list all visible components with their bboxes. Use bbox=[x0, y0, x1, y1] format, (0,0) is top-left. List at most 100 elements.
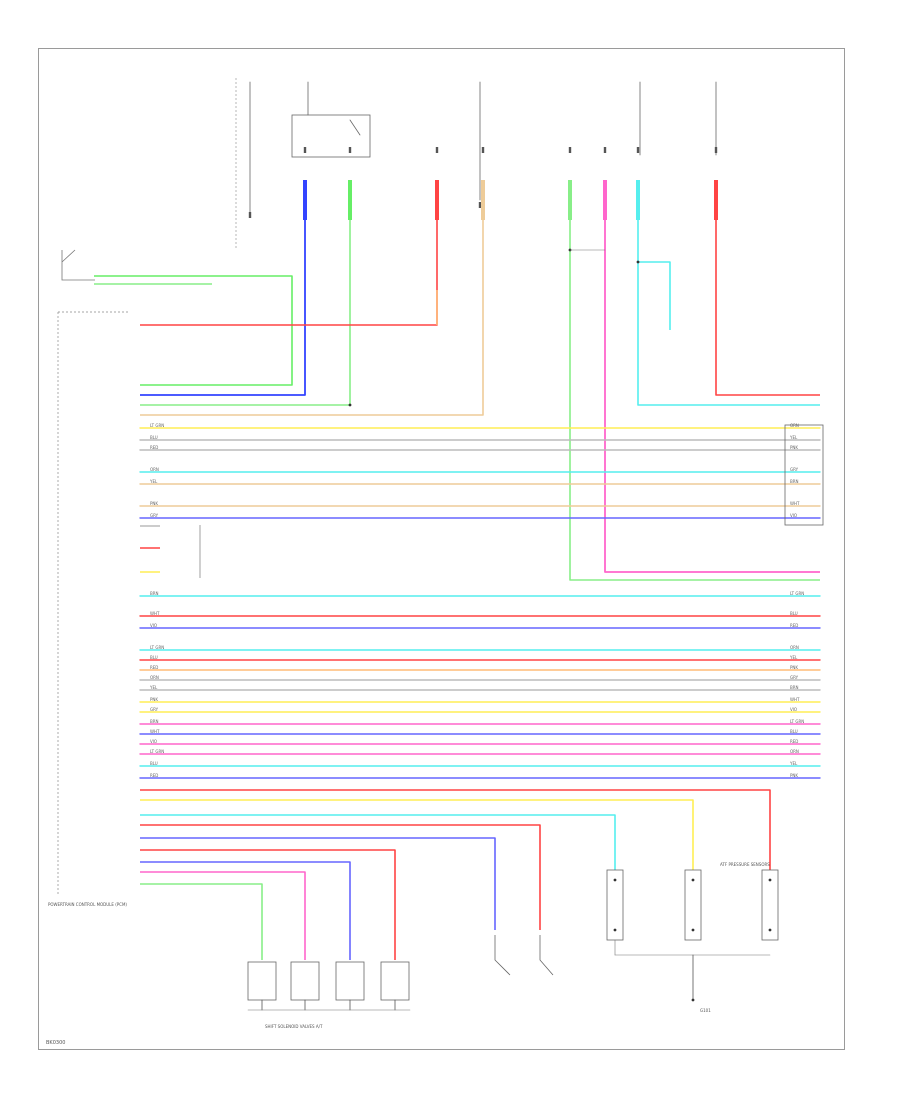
connector-stub-0 bbox=[303, 180, 307, 220]
wire-label-6: GRY bbox=[150, 513, 159, 518]
ground-point bbox=[691, 998, 695, 1002]
wire-red-3 bbox=[140, 824, 541, 930]
footer-code: BK0300 bbox=[46, 1040, 66, 1046]
wire-label-r-3: GRY bbox=[790, 467, 799, 472]
connector-stub-2 bbox=[435, 180, 439, 220]
wire-yellow-2 bbox=[140, 799, 694, 870]
wire-label-r-9: RED bbox=[790, 623, 798, 628]
pressure-switch-a bbox=[494, 935, 511, 976]
wire-label-r-20: ORN bbox=[790, 749, 799, 754]
atf-sensor-3-pin-b bbox=[768, 928, 772, 932]
wire-label-22: RED bbox=[150, 773, 158, 778]
wire-label-9: VIO bbox=[150, 623, 157, 628]
wire-label-4: YEL bbox=[149, 479, 158, 484]
atf-sensor-3-pin-a bbox=[768, 878, 772, 882]
wire-label-0: LT GRN bbox=[150, 423, 164, 428]
wire-label-r-1: YEL bbox=[789, 435, 798, 440]
wire-label-8: WHT bbox=[150, 611, 160, 616]
wire-label-10: LT GRN bbox=[150, 645, 164, 650]
wire-lightgreen-3 bbox=[569, 185, 820, 581]
shift-solenoid-a bbox=[247, 961, 277, 1001]
wire-label-5: PNK bbox=[150, 501, 158, 506]
connector-stub-4 bbox=[568, 180, 572, 220]
relay-switch bbox=[349, 119, 361, 136]
wire-lightgreen-2 bbox=[140, 185, 351, 406]
wire-red-1 bbox=[715, 185, 820, 396]
shift-solenoid-label: SHIFT SOLENOID VALVES A/T bbox=[265, 1024, 323, 1029]
shift-solenoid-d bbox=[380, 961, 410, 1001]
wire-label-r-7: LT GRN bbox=[790, 591, 804, 596]
wire-label-r-12: PNK bbox=[790, 665, 798, 670]
wire-cyan-2 bbox=[637, 262, 820, 406]
wire-label-r-16: VIO bbox=[790, 707, 797, 712]
wire-label-1: BLU bbox=[150, 435, 158, 440]
top-pin-7 bbox=[714, 147, 718, 153]
top-pin-0 bbox=[303, 147, 307, 153]
top-pin-2 bbox=[435, 147, 439, 153]
wire-label-r-22: PNK bbox=[790, 773, 798, 778]
relay-box bbox=[291, 114, 371, 158]
wire-label-r-18: BLU bbox=[790, 729, 798, 734]
wire-violet-2 bbox=[140, 837, 496, 930]
connector-stub-7 bbox=[714, 180, 718, 220]
wire-blue-1 bbox=[140, 185, 306, 396]
wire-label-r-10: ORN bbox=[790, 645, 799, 650]
wire-label-r-5: WHT bbox=[790, 501, 800, 506]
wire-label-r-8: BLU bbox=[790, 611, 798, 616]
splice-2 bbox=[636, 260, 640, 264]
wire-label-21: BLU bbox=[150, 761, 158, 766]
atf-sensor-2-pin-b bbox=[691, 928, 695, 932]
wire-label-3: ORN bbox=[150, 467, 159, 472]
top-pin-1 bbox=[348, 147, 352, 153]
pcm-label: POWERTRAIN CONTROL MODULE (PCM) bbox=[48, 902, 127, 907]
wire-label-2: RED bbox=[150, 445, 158, 450]
top-pin-6 bbox=[636, 147, 640, 153]
wire-label-15: PNK bbox=[150, 697, 158, 702]
wire-pink-2 bbox=[140, 871, 306, 960]
wire-cyan-3 bbox=[140, 814, 616, 870]
transmission-range-switch bbox=[61, 249, 95, 281]
connector-stub-5 bbox=[603, 180, 607, 220]
wire-label-r-2: PNK bbox=[790, 445, 798, 450]
wire-pink-1 bbox=[604, 185, 820, 573]
top-pin-5 bbox=[603, 147, 607, 153]
wire-label-r-6: VIO bbox=[790, 513, 797, 518]
wire-label-17: BRN bbox=[150, 719, 159, 724]
connector-stub-1 bbox=[348, 180, 352, 220]
wire-label-19: VIO bbox=[150, 739, 157, 744]
wire-cyan-1 bbox=[637, 185, 671, 330]
wire-red-riser bbox=[140, 185, 438, 326]
atf-sensor-2 bbox=[684, 869, 702, 941]
wire-label-r-21: YEL bbox=[789, 761, 798, 766]
wire-green-1 bbox=[94, 275, 293, 386]
shift-solenoid-b bbox=[290, 961, 320, 1001]
fuse-pin-1 bbox=[248, 212, 252, 218]
wire-tan-1 bbox=[140, 210, 484, 416]
atf-sensor-3 bbox=[761, 869, 779, 941]
wire-label-r-19: RED bbox=[790, 739, 798, 744]
splice-1 bbox=[348, 403, 352, 407]
wire-label-r-17: LT GRN bbox=[790, 719, 804, 724]
connector-stub-3 bbox=[481, 180, 485, 220]
atf-sensor-1-pin-b bbox=[613, 928, 617, 932]
ground-label: G101 bbox=[700, 1008, 711, 1013]
fuse-pin-2 bbox=[478, 202, 482, 208]
connector-stub-6 bbox=[636, 180, 640, 220]
atf-sensor-1-pin-a bbox=[613, 878, 617, 882]
wire-label-r-13: GRY bbox=[790, 675, 799, 680]
ats-sensor-box bbox=[784, 424, 824, 526]
wire-violet-3 bbox=[140, 861, 351, 960]
wire-label-r-15: WHT bbox=[790, 697, 800, 702]
wire-label-r-14: BRN bbox=[790, 685, 799, 690]
wire-label-r-11: YEL bbox=[789, 655, 798, 660]
shift-solenoid-c bbox=[335, 961, 365, 1001]
wire-label-16: GRY bbox=[150, 707, 159, 712]
wire-label-18: WHT bbox=[150, 729, 160, 734]
atf-sensor-2-pin-a bbox=[691, 878, 695, 882]
pressure-switch-b bbox=[539, 935, 554, 976]
wire-lightgreen-4 bbox=[140, 883, 263, 960]
wire-label-12: RED bbox=[150, 665, 158, 670]
top-pin-3 bbox=[481, 147, 485, 153]
wire-red-2 bbox=[140, 789, 771, 870]
